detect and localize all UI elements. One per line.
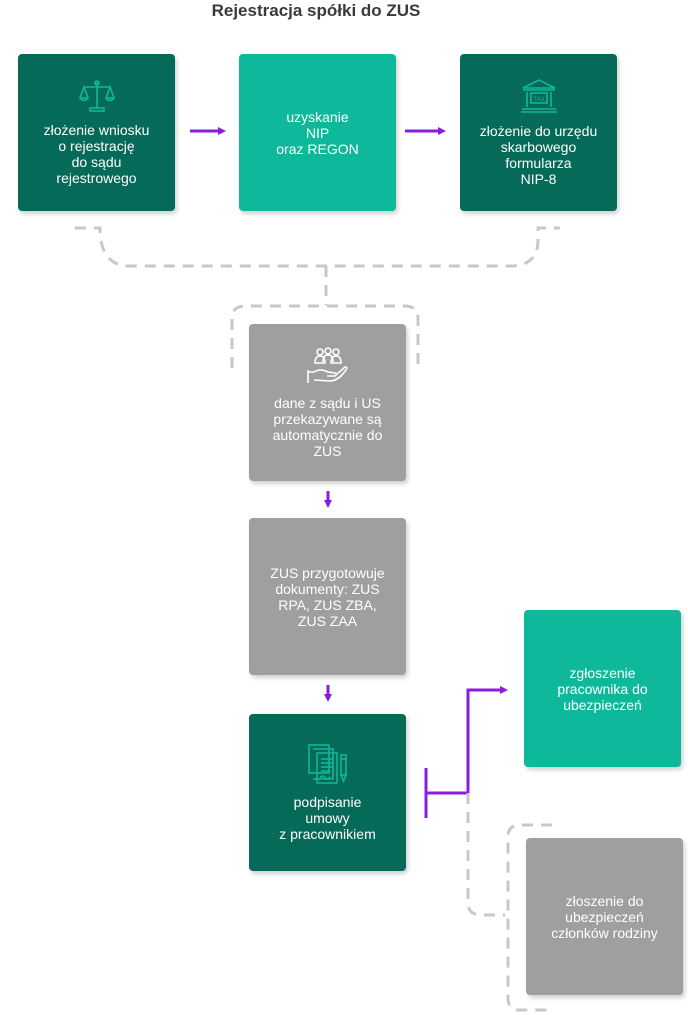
svg-text:TAX: TAX [533, 97, 544, 103]
dashed-to-family [466, 793, 505, 917]
step-zus-documents: ZUS przygotowuje dokumenty: ZUS RPA, ZUS… [249, 518, 406, 675]
people-in-hand-icon [306, 346, 350, 389]
step-family-text: złoszenie do ubezpieczeń członków rodzin… [551, 892, 658, 941]
step-employee-text: zgłoszenie pracownika do ubezpieczeń [557, 664, 648, 713]
step-tax-text: złożenie do urzędu skarbowego formularza… [479, 123, 598, 187]
dashed-merge-bracket [75, 226, 560, 268]
step-nip-regon: uzyskanie NIP oraz REGON [239, 54, 396, 211]
scales-icon [78, 79, 115, 116]
diagram-title: Rejestracja spółki do ZUS [211, 1, 421, 20]
step-nip-text: uzyskanie NIP oraz REGON [276, 108, 359, 157]
step-tax-office: TAX złożenie do urzędu skarbowego formul… [460, 54, 617, 211]
tax-office-icon: TAX [520, 78, 558, 117]
arrow-to-employee [466, 686, 508, 793]
documents-pen-icon [306, 743, 350, 788]
step-family-insurance: złoszenie do ubezpieczeń członków rodzin… [526, 838, 683, 995]
step-court-text: złożenie wniosku o rejestrację do sądu r… [43, 122, 150, 186]
step-auto-text: dane z sądu i US przekazywane są automat… [272, 395, 383, 459]
step-employee-insurance: zgłoszenie pracownika do ubezpieczeń [524, 610, 681, 767]
step-auto-transfer: dane z sądu i US przekazywane są automat… [249, 324, 406, 481]
step-sign-contract: podpisanie umowy z pracownikiem [249, 714, 406, 871]
step-docs-text: ZUS przygotowuje dokumenty: ZUS RPA, ZUS… [270, 564, 385, 629]
step-contract-text: podpisanie umowy z pracownikiem [279, 794, 376, 842]
step-court-registration: złożenie wniosku o rejestrację do sądu r… [18, 54, 175, 211]
